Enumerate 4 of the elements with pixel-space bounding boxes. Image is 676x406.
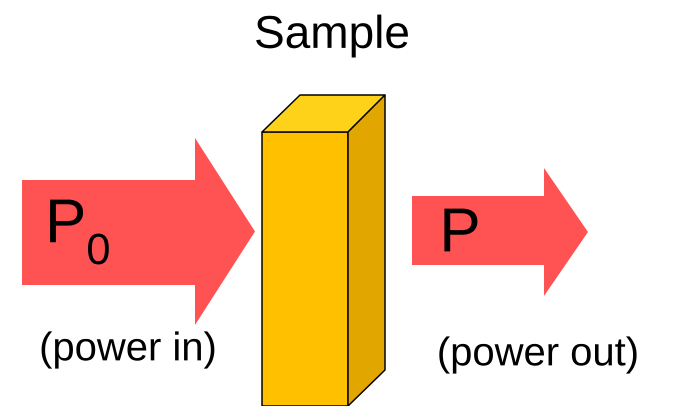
node-label: (power out) bbox=[439, 336, 637, 374]
node-label: (power in) bbox=[42, 331, 214, 369]
node-label: Sample bbox=[256, 14, 408, 58]
sample-block-drawing: Sample bbox=[256, 14, 408, 406]
